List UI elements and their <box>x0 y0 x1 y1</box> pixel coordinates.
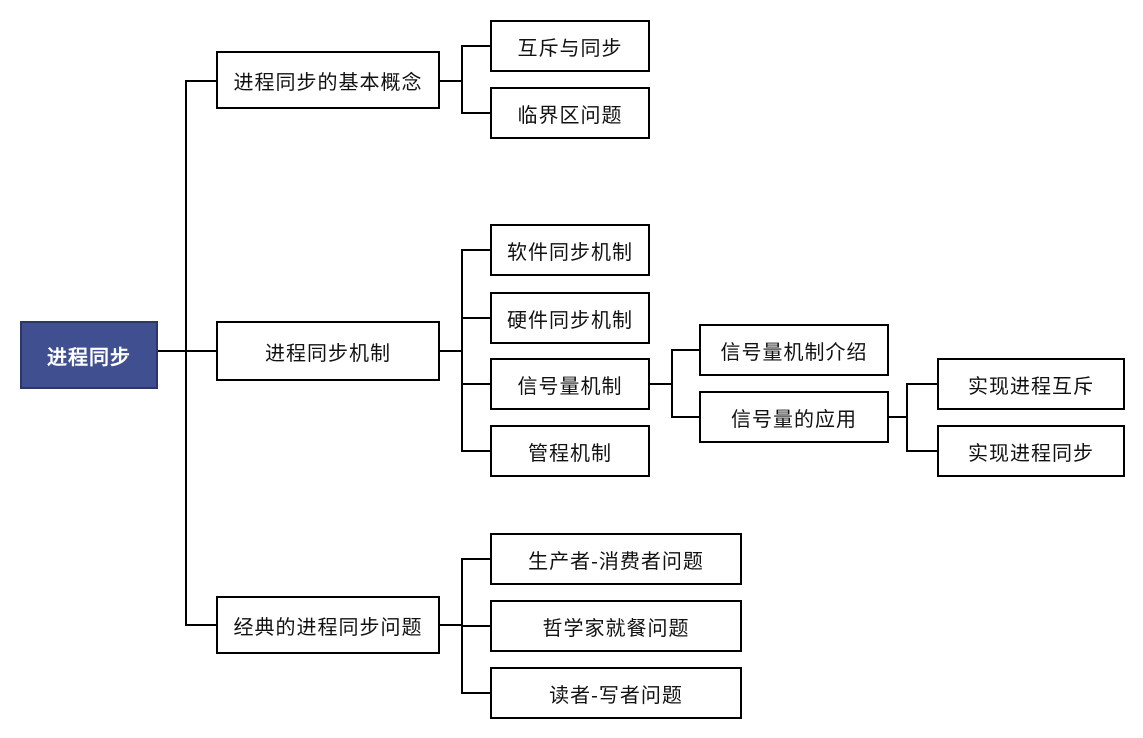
node-semaphore-intro: 信号量机制介绍 <box>699 324 889 376</box>
node-hardware-sync: 硬件同步机制 <box>490 292 650 344</box>
node-process-sync: 实现进程同步 <box>937 425 1125 477</box>
node-mutex-and-sync: 互斥与同步 <box>490 20 650 72</box>
node-semaphore: 信号量机制 <box>490 358 650 410</box>
node-basic-concepts: 进程同步的基本概念 <box>216 51 440 109</box>
node-dining-philosophers: 哲学家就餐问题 <box>490 600 742 652</box>
node-semaphore-application: 信号量的应用 <box>699 391 889 443</box>
root-node: 进程同步 <box>20 321 158 389</box>
node-mutual-exclusion: 实现进程互斥 <box>937 358 1125 410</box>
node-classic-problems: 经典的进程同步问题 <box>216 596 440 654</box>
node-readers-writers: 读者-写者问题 <box>490 667 742 719</box>
node-software-sync: 软件同步机制 <box>490 224 650 276</box>
node-sync-mechanisms: 进程同步机制 <box>216 321 440 381</box>
node-critical-section: 临界区问题 <box>490 87 650 139</box>
node-monitor: 管程机制 <box>490 425 650 477</box>
node-producer-consumer: 生产者-消费者问题 <box>490 533 742 585</box>
